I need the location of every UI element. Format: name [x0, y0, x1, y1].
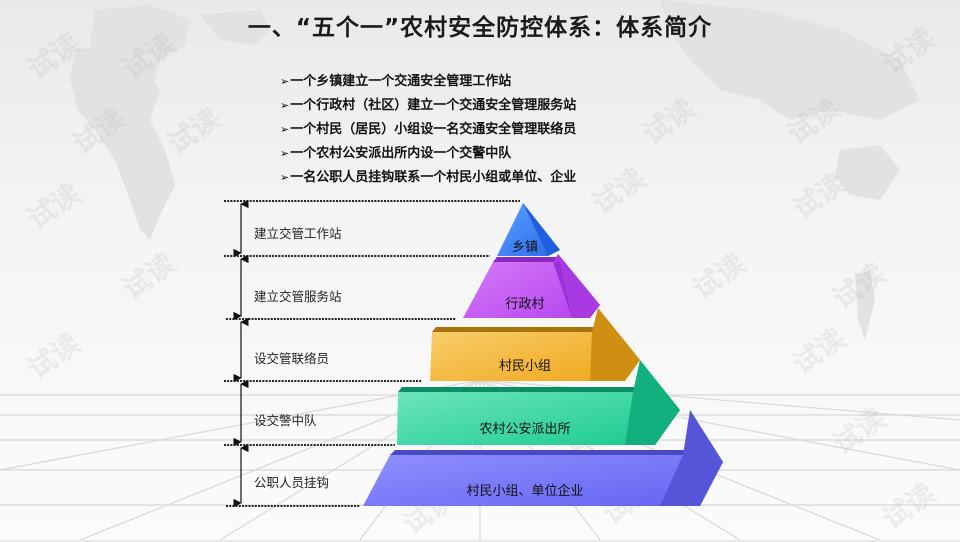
- bullet-text: 一个村民（居民）小组设一名交通安全管理联络员: [290, 122, 577, 137]
- bullet-item: ➢一个乡镇建立一个交通安全管理工作站: [280, 70, 576, 94]
- pyramid-label: 行政村: [505, 297, 545, 312]
- level-side-label: 建立交管服务站: [254, 289, 342, 304]
- pyramid-label: 乡镇: [511, 240, 539, 255]
- level-side-label: 建立交管工作站: [254, 226, 342, 241]
- pyramid-level-3: [430, 308, 640, 381]
- pyramid-level-4: [397, 360, 680, 445]
- page-title: 一、“五个一”农村安全防控体系：体系简介: [247, 15, 713, 41]
- arrow-bullet-icon: ➢: [280, 123, 290, 136]
- arrow-bullet-icon: ➢: [280, 147, 290, 160]
- level-side-label: 设交警中队: [254, 413, 317, 428]
- pyramid-label: 村民小组: [498, 359, 552, 374]
- pyramid-label: 村民小组、单位企业: [466, 484, 584, 499]
- world-map-silhouette: [70, 0, 920, 340]
- pyramid-level-1: [497, 203, 560, 256]
- pyramid-label: 农村公安派出所: [479, 422, 571, 437]
- bullet-text: 一个农村公安派出所内设一个交警中队: [290, 146, 512, 161]
- arrow-bullet-icon: ➢: [280, 99, 290, 112]
- bullet-text: 一名公职人员挂钩联系一个村民小组或单位、企业: [290, 170, 577, 185]
- bullet-item: ➢一个农村公安派出所内设一个交警中队: [280, 142, 576, 166]
- bullet-item: ➢一个行政村（社区）建立一个交通安全管理服务站: [280, 94, 576, 118]
- level-side-label: 公职人员挂钩: [254, 475, 330, 490]
- pyramid-level-5: [363, 410, 723, 506]
- pyramid-level-2: [463, 254, 600, 318]
- level-side-label: 设交管联络员: [254, 351, 330, 366]
- bullet-text: 一个行政村（社区）建立一个交通安全管理服务站: [290, 98, 577, 113]
- bullet-text: 一个乡镇建立一个交通安全管理工作站: [290, 74, 512, 89]
- arrow-bullet-icon: ➢: [280, 75, 290, 88]
- bullet-list: ➢一个乡镇建立一个交通安全管理工作站 ➢一个行政村（社区）建立一个交通安全管理服…: [280, 70, 576, 190]
- arrow-bullet-icon: ➢: [280, 171, 290, 184]
- dimension-dashes: [224, 200, 520, 507]
- bullet-item: ➢一个村民（居民）小组设一名交通安全管理联络员: [280, 118, 576, 142]
- bullet-item: ➢一名公职人员挂钩联系一个村民小组或单位、企业: [280, 166, 576, 190]
